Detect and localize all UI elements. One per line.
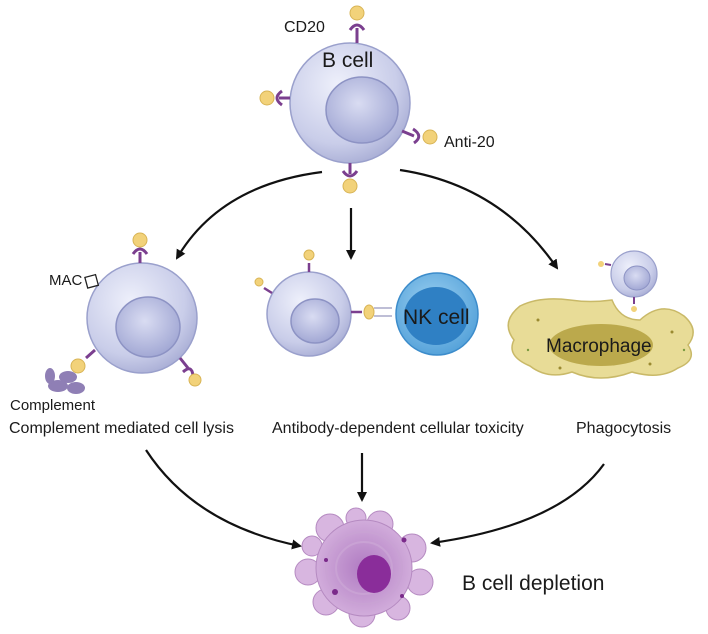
- b-cell-adcc: [266, 271, 352, 357]
- macrophage-label: Macrophage: [546, 336, 652, 357]
- depletion-label: B cell depletion: [462, 572, 604, 595]
- complement-protein-icon: [45, 368, 85, 394]
- adcc-antibodies: [254, 249, 392, 320]
- complement-antibodies: [70, 232, 202, 387]
- b-cell-complement: [86, 262, 198, 374]
- b-cell-label: B cell: [322, 49, 373, 72]
- anti20-label: Anti-20: [444, 134, 495, 151]
- cd20-antibody-complex: [259, 5, 438, 194]
- arrow-to-phagocytosis: [399, 168, 559, 270]
- mac-label: MAC: [49, 272, 83, 289]
- engulfed-b-cell: [598, 250, 658, 312]
- cdc-label: Complement mediated cell lysis: [9, 420, 234, 437]
- phagocytosis-label: Phagocytosis: [576, 420, 671, 437]
- mac-pore-icon: [84, 273, 100, 289]
- b-cell-top: [289, 42, 411, 164]
- depleted-b-cell: [294, 507, 434, 628]
- adcc-label: Antibody-dependent cellular toxicity: [272, 420, 524, 437]
- cd20-label: CD20: [284, 19, 325, 36]
- arrow-phago-to-depletion: [430, 463, 605, 547]
- complement-label: Complement: [10, 397, 96, 414]
- macrophage: [507, 298, 694, 379]
- arrow-to-cdc: [175, 170, 323, 260]
- arrow-cdc-to-depletion: [145, 449, 302, 550]
- nk-cell-label: NK cell: [403, 306, 470, 329]
- nk-cell: [395, 272, 479, 356]
